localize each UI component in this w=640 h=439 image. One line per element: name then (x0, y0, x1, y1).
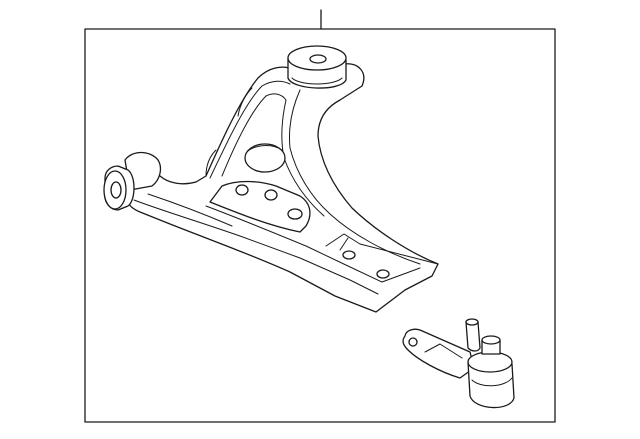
front-bushing (103, 165, 135, 211)
control-arm-edge-highlight (205, 87, 253, 177)
control-arm-rib-inner (147, 93, 421, 283)
diagram-frame (84, 28, 556, 423)
lower-control-arm (103, 45, 439, 313)
ball-joint (402, 318, 515, 409)
ball-joint-mount-pad (325, 233, 439, 265)
ball-joint-flange (402, 328, 475, 379)
pad-hole-1 (342, 250, 356, 260)
top-bushing (287, 45, 347, 89)
control-arm-center-hole (244, 143, 286, 173)
ball-joint-stud-tip (465, 321, 481, 352)
mounting-hole-2 (264, 189, 278, 201)
flange-bolt-hole (408, 337, 418, 347)
ball-joint-housing (467, 361, 515, 409)
mounting-hole-1 (235, 184, 249, 196)
mounting-hole-3 (287, 208, 303, 220)
mounting-plate (209, 180, 311, 233)
pad-hole-2 (376, 269, 390, 279)
control-arm-rib-outer (133, 80, 421, 295)
control-arm-body (126, 63, 439, 313)
